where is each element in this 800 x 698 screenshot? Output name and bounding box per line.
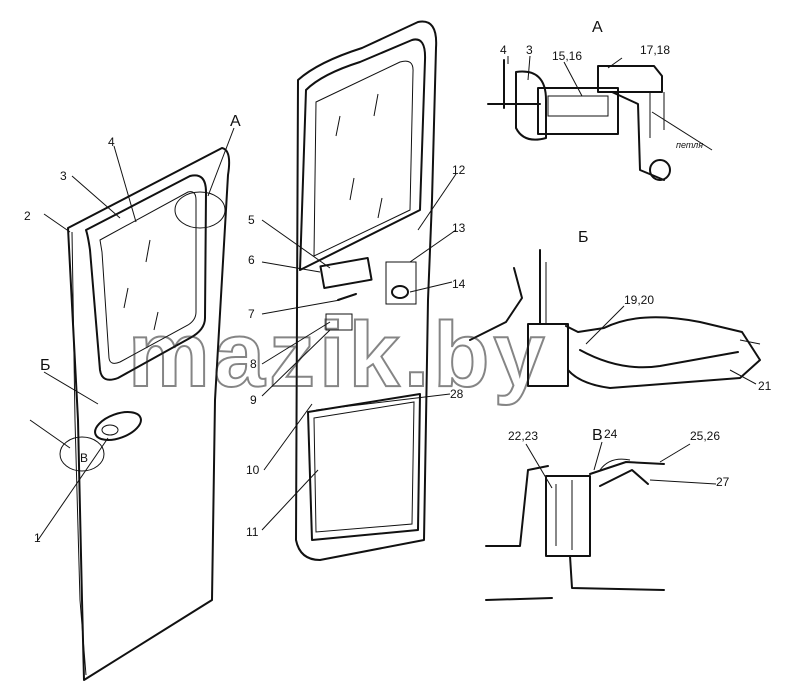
- handwritten-note: петля: [676, 140, 703, 150]
- left-door-lock: [101, 424, 119, 436]
- left-door: [59, 147, 231, 681]
- label-part-10: 10: [246, 463, 260, 477]
- detail-b: [469, 249, 761, 389]
- label-part-6: 6: [248, 253, 255, 267]
- label-v-part-25-26: 25,26: [690, 429, 720, 443]
- v-sill: [569, 555, 665, 591]
- a-seal: [515, 70, 547, 141]
- lock-cover: [385, 261, 417, 305]
- a-bracket: [597, 65, 663, 93]
- v-spring: [599, 458, 631, 471]
- section-label-a-door: А: [230, 113, 241, 130]
- label-b-part-21: 21: [758, 379, 772, 393]
- label-a-part-17-18: 17,18: [640, 43, 670, 57]
- a-hinge-loop: [649, 159, 671, 181]
- b-seal-end: [739, 339, 761, 345]
- center-door-lower-panel: [307, 393, 421, 541]
- label-v-part-24: 24: [604, 427, 618, 441]
- b-door-panel-shell: [565, 316, 761, 389]
- detail-v: [485, 458, 665, 601]
- label-v-part-27: 27: [716, 475, 730, 489]
- label-part-8: 8: [250, 357, 257, 371]
- callout-v-ellipse: [59, 436, 105, 472]
- label-part-9: 9: [250, 393, 257, 407]
- label-part-3: 3: [60, 169, 67, 183]
- v-floor: [485, 597, 553, 601]
- a-hinge-pin: [547, 95, 609, 117]
- center-door-outline: [295, 20, 438, 561]
- left-door-handle: [94, 411, 142, 441]
- v-body-panel: [485, 465, 549, 547]
- label-part-7: 7: [248, 307, 255, 321]
- left-door-edge: [71, 231, 87, 676]
- label-part-1: 1: [34, 531, 41, 545]
- label-part-4: 4: [108, 135, 115, 149]
- glass-reflections: [335, 93, 383, 219]
- label-part-5: 5: [248, 213, 255, 227]
- callout-a-ellipse: [174, 191, 226, 229]
- label-a-part-3: 3: [526, 43, 533, 57]
- label-b-part-19-20: 19,20: [624, 293, 654, 307]
- watermark: mazik.by: [128, 304, 549, 406]
- part-labels: А А Б Б В В 1 2 3 4 5 6 7 8 9 10 11 12 1…: [24, 19, 772, 545]
- glass-reflection: [145, 239, 151, 263]
- label-part-14: 14: [452, 277, 466, 291]
- label-part-11: 11: [246, 525, 259, 539]
- section-label-b-detail: Б: [578, 229, 589, 246]
- b-body-panel: [469, 267, 523, 341]
- section-label-v-detail: В: [592, 427, 603, 444]
- section-label-b-door: Б: [40, 357, 51, 374]
- center-door: [295, 20, 438, 561]
- v-link: [599, 469, 649, 487]
- a-leader-hinge: [651, 111, 713, 151]
- center-door-lower-trim: [313, 401, 415, 533]
- v-lock-internal: [555, 480, 573, 550]
- label-part-2: 2: [24, 209, 31, 223]
- center-door-window-glass: [313, 60, 414, 257]
- a-arm: [611, 91, 665, 181]
- leader-lines: [29, 55, 757, 541]
- left-door-window-frame: [85, 174, 207, 381]
- lock-knob: [391, 285, 409, 299]
- b-door-panel-inner: [579, 349, 739, 369]
- a-body-flange: [649, 92, 665, 138]
- label-a-part-15-16: 15,16: [552, 49, 582, 63]
- section-label-a-detail: А: [592, 19, 603, 36]
- label-v-part-22-23: 22,23: [508, 429, 538, 443]
- center-door-inner-frame: [299, 38, 427, 271]
- lever-rod: [337, 293, 357, 301]
- b-lock-body: [527, 323, 569, 387]
- inner-handle: [325, 313, 353, 331]
- label-part-13: 13: [452, 221, 466, 235]
- v-lever: [589, 461, 665, 475]
- label-part-12: 12: [452, 163, 466, 177]
- detail-a: [487, 59, 713, 181]
- a-frame-box: [537, 87, 619, 135]
- v-lock-body: [545, 475, 591, 557]
- label-part-28: 28: [450, 387, 464, 401]
- glass-reflection: [153, 311, 159, 331]
- label-a-part-4: 4: [500, 43, 507, 57]
- glass-reflection: [123, 287, 129, 309]
- section-label-v-door: В: [80, 451, 88, 465]
- left-door-outline: [67, 147, 231, 681]
- inner-handle-panel: [319, 256, 373, 290]
